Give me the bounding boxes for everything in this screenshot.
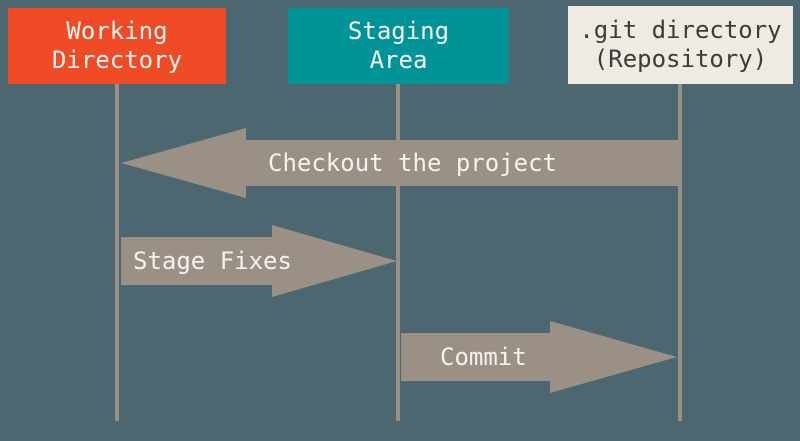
checkout-arrow-head-left-icon <box>121 128 246 198</box>
stage-fixes-arrow-shaft <box>121 237 272 285</box>
staging-area-lifeline <box>396 84 400 421</box>
working-directory-box: Working Directory <box>8 8 226 84</box>
checkout-arrow-label: Checkout the project <box>268 149 557 177</box>
git-directory-label-line1: .git directory <box>579 16 782 44</box>
staging-area-label-line1: Staging <box>347 17 450 45</box>
git-directory-box: .git directory (Repository) <box>568 6 793 84</box>
git-directory-lifeline <box>678 84 682 421</box>
working-directory-label-line2: Directory <box>51 46 183 74</box>
stage-fixes-arrow-head-right-icon <box>272 225 397 297</box>
checkout-arrow-shaft <box>246 140 680 186</box>
commit-arrow-head-right-icon <box>550 321 677 393</box>
working-directory-lifeline <box>115 84 119 421</box>
stage-fixes-arrow-label: Stage Fixes <box>133 247 292 275</box>
staging-area-label-line2: Area <box>369 46 428 74</box>
staging-area-box: Staging Area <box>288 8 509 84</box>
commit-arrow-label: Commit <box>440 343 527 371</box>
git-directory-label-line2: (Repository) <box>593 45 768 73</box>
commit-arrow-shaft <box>401 333 550 381</box>
working-directory-label-line1: Working <box>66 17 168 45</box>
